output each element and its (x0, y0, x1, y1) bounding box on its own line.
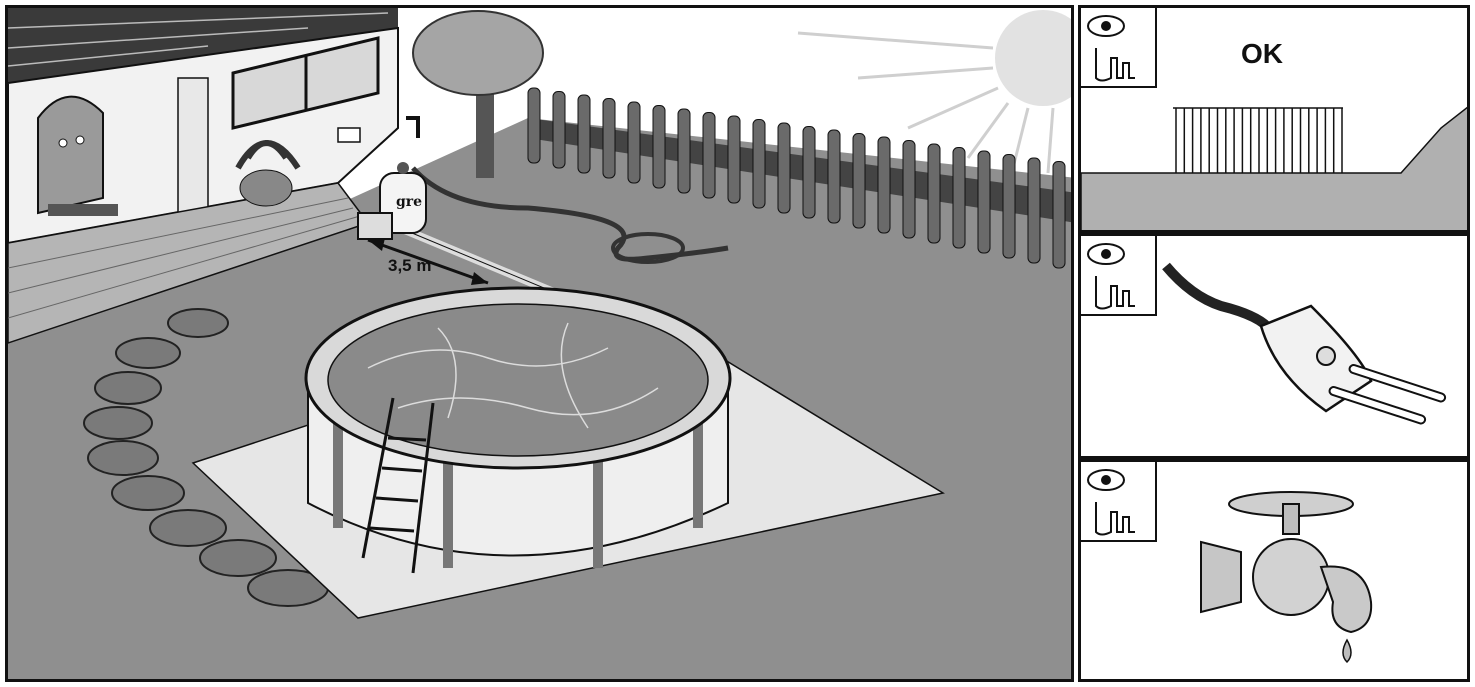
scene-illustration (8, 8, 1074, 682)
fence-post (653, 106, 665, 189)
fence-post (953, 148, 965, 249)
eye-hand-icon (1081, 236, 1157, 316)
fence-post (553, 92, 565, 169)
fence-post (1053, 162, 1065, 269)
tap-spout (1321, 566, 1371, 632)
pool-installation-scene: 3,5 m gre (5, 5, 1074, 682)
water-drop (1343, 640, 1351, 662)
fence-post (778, 123, 790, 213)
distance-label: 3,5 m (388, 256, 431, 276)
fence-post (603, 99, 615, 179)
panel-water-tap (1078, 459, 1470, 682)
fence-post (878, 137, 890, 233)
fence-post (928, 144, 940, 243)
eye-hand-icon (1081, 8, 1157, 88)
wall-socket (338, 128, 360, 142)
fence-post (828, 130, 840, 223)
fence-post (853, 134, 865, 229)
fence-post (903, 141, 915, 239)
fence-post (728, 116, 740, 203)
tap-body (1253, 539, 1329, 615)
doormat (48, 204, 118, 216)
front-door (38, 97, 103, 213)
fence-post (753, 120, 765, 209)
fence-post (803, 127, 815, 219)
panel-level-ground: OK (1078, 5, 1470, 233)
power-cable (1166, 266, 1271, 331)
panel-electrical-plug (1078, 233, 1470, 459)
fence-post (678, 109, 690, 193)
ok-label: OK (1241, 38, 1283, 70)
fence-post (578, 95, 590, 173)
fence-post (703, 113, 715, 199)
fence-post (628, 102, 640, 183)
fence-post (1028, 158, 1040, 263)
eye-hand-icon (1081, 462, 1157, 542)
fence-post (528, 88, 540, 163)
filter-brand-label: gre (396, 194, 422, 210)
fence-post (978, 151, 990, 253)
fence-post (1003, 155, 1015, 259)
